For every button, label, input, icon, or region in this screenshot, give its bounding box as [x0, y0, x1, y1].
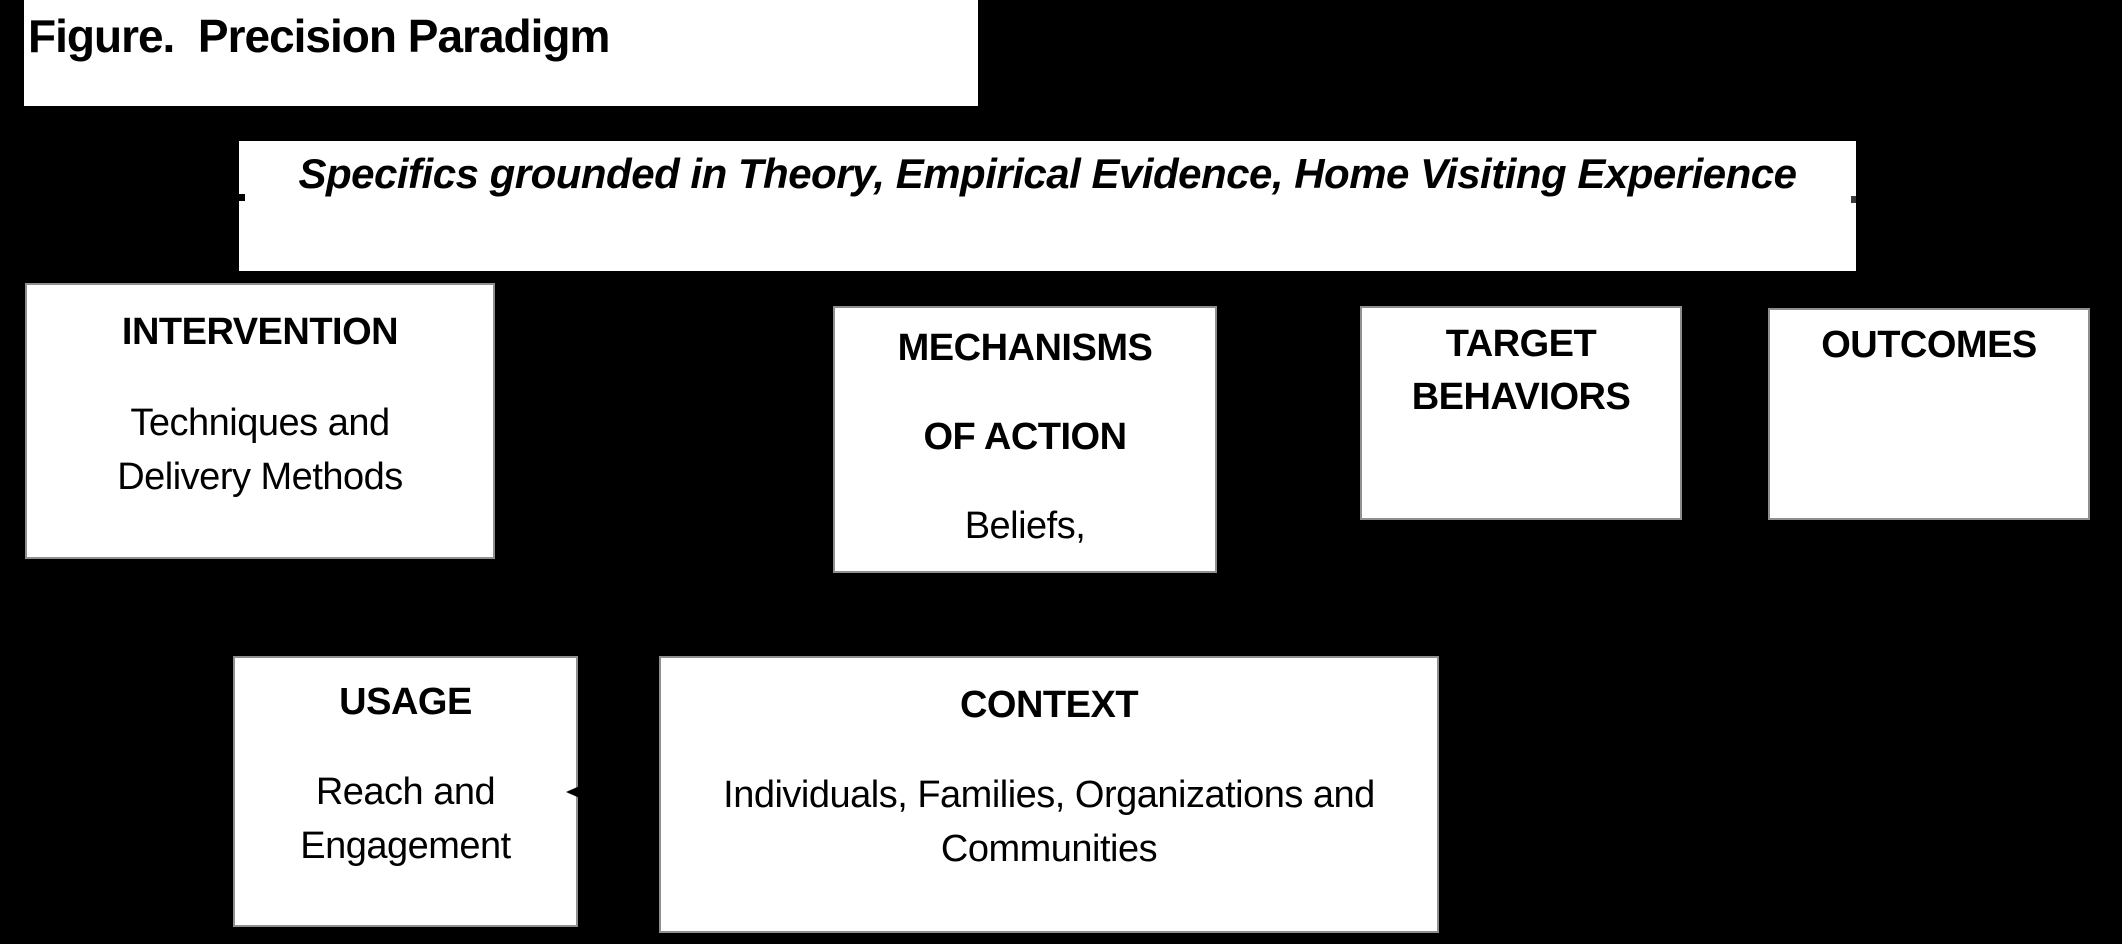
mechanisms-header-line2: OF ACTION	[923, 416, 1127, 458]
arrowhead-left-tip-icon	[239, 194, 245, 201]
banner-box: Specifics grounded in Theory, Empirical …	[239, 141, 1856, 271]
context-header: CONTEXT	[959, 684, 1139, 726]
intervention-body: Techniques and Delivery Methods	[27, 396, 493, 504]
figure-title: Figure. Precision Paradigm	[28, 10, 610, 62]
outcomes-box: OUTCOMES	[1768, 308, 2090, 520]
intervention-line: Techniques and	[130, 402, 390, 444]
usage-line: Engagement	[300, 825, 511, 867]
usage-box: USAGE Reach and Engagement	[233, 656, 578, 927]
context-body: Individuals, Families, Organizations and…	[661, 768, 1437, 876]
arrowhead-left-icon	[566, 785, 582, 799]
target-behaviors-header-line1: TARGET	[1445, 323, 1597, 365]
intervention-line: Delivery Methods	[117, 456, 403, 498]
context-line: Communities	[940, 828, 1158, 870]
target-behaviors-box: TARGET BEHAVIORS	[1360, 306, 1682, 520]
intervention-header: INTERVENTION	[121, 311, 399, 353]
usage-body: Reach and Engagement	[235, 765, 576, 873]
mechanisms-line: Beliefs,	[964, 505, 1086, 547]
context-line: Individuals, Families, Organizations and	[723, 774, 1375, 816]
usage-header: USAGE	[339, 681, 472, 723]
context-box: CONTEXT Individuals, Families, Organizat…	[659, 656, 1439, 933]
intervention-box: INTERVENTION Techniques and Delivery Met…	[25, 283, 495, 559]
arrowhead-right-tip-icon	[1851, 196, 1856, 203]
outcomes-header: OUTCOMES	[1821, 324, 2037, 366]
mechanisms-of-action-box: MECHANISMS OF ACTION Beliefs,	[833, 306, 1217, 573]
banner-text: Specifics grounded in Theory, Empirical …	[298, 150, 1798, 197]
mechanisms-body: Beliefs,	[835, 499, 1215, 553]
mechanisms-header-line1: MECHANISMS	[897, 327, 1153, 369]
target-behaviors-header-line2: BEHAVIORS	[1411, 376, 1631, 418]
figure-title-box: Figure. Precision Paradigm	[24, 0, 978, 106]
usage-line: Reach and	[315, 771, 496, 813]
